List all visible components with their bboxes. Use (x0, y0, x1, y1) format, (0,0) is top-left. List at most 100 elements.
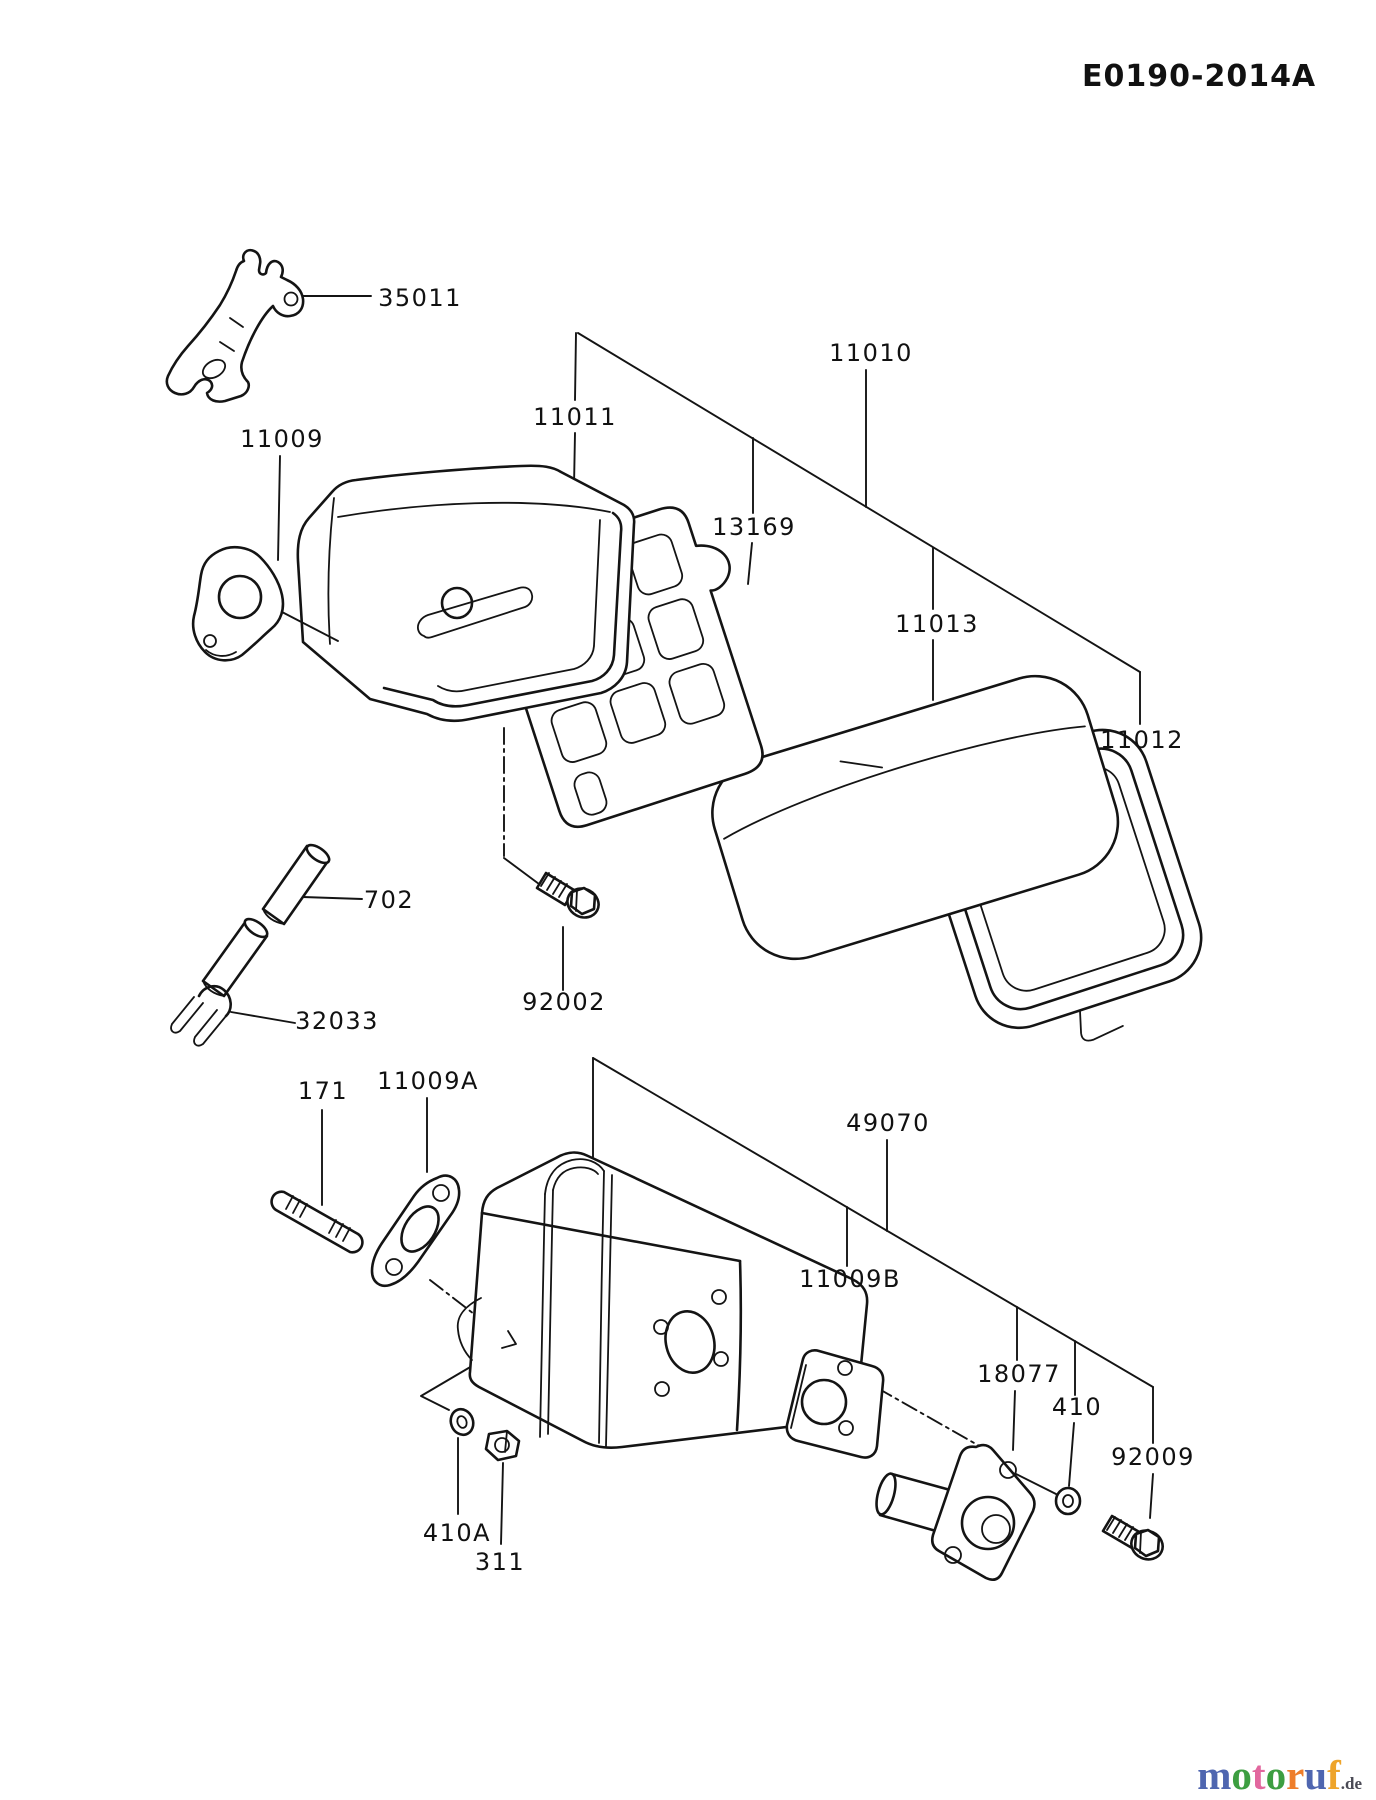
part-label-410: 410 (1052, 1393, 1102, 1421)
body-tab (1079, 1009, 1124, 1042)
plate-hole (609, 682, 667, 744)
stud-threads-right (328, 1219, 351, 1242)
gasket-outline (370, 1174, 461, 1288)
part-label-92009: 92009 (1111, 1443, 1195, 1471)
logo-letter: o (1265, 1752, 1287, 1798)
gasket-bolt-hole-upper (432, 1184, 450, 1202)
tube-upper-open-end (262, 908, 285, 925)
part-label-11010: 11010 (829, 339, 913, 367)
stud-body (270, 1190, 364, 1254)
gasket-outline (785, 1349, 885, 1459)
cover-slot (417, 586, 534, 639)
part-label-35011: 35011 (378, 284, 462, 312)
part-171-stud (270, 1190, 364, 1254)
cover-rim-line-2 (437, 519, 601, 693)
part-410-washer (1054, 1486, 1082, 1516)
leader-11011-upper (574, 332, 577, 401)
part-label-49070: 49070 (846, 1109, 930, 1137)
part-702-tube (201, 843, 331, 998)
muffler-strap-left (539, 1189, 554, 1438)
part-92009-bolt (1101, 1514, 1164, 1561)
bracket-outline (165, 248, 305, 403)
bracket-hole-upper (283, 291, 299, 307)
leader-18077-lower (1012, 1390, 1016, 1451)
part-label-11009B: 11009B (799, 1265, 901, 1293)
element-crease (839, 760, 883, 769)
gasket-bolt-hole-lower (838, 1420, 854, 1436)
plate-hole (626, 533, 684, 596)
muffler-outlet-hole (664, 1310, 716, 1374)
gasket-bolt-hole (203, 634, 217, 648)
diagram-code: E0190-2014A (1082, 59, 1317, 94)
washer-inner (456, 1415, 468, 1429)
gasket-thickness-line (790, 1364, 807, 1429)
logo-letter: t (1251, 1752, 1266, 1798)
leader-311 (500, 1462, 504, 1545)
assembly-line-49070 (592, 1057, 1154, 1388)
leader-lines-muffler (321, 1057, 1154, 1545)
bolt-threads (540, 872, 568, 898)
part-32033-clamp (170, 984, 232, 1047)
muffler-bolt-hole (654, 1381, 670, 1397)
washer-outer (449, 1407, 475, 1437)
bolt-threads (1106, 1516, 1134, 1541)
washer-inner (1062, 1494, 1074, 1508)
leader-92002-part (503, 857, 540, 885)
clamp-head (197, 984, 232, 1018)
part-label-13169: 13169 (712, 513, 796, 541)
leader-lines-air-filter (230, 295, 1156, 1024)
pipe-bore (981, 1514, 1011, 1544)
gasket-bolt-hole-lower (385, 1258, 403, 1276)
part-35011-bracket (165, 248, 305, 403)
part-11009A-gasket (370, 1174, 461, 1288)
part-label-11011: 11011 (533, 403, 617, 431)
flange-hole-lower (944, 1546, 962, 1564)
leader-11009 (277, 455, 281, 561)
cover-hole (440, 586, 474, 620)
leader-32033 (230, 1011, 296, 1024)
tube-upper-end (305, 843, 331, 865)
part-label-171: 171 (298, 1077, 348, 1105)
element-outline (711, 674, 1120, 961)
nut-facet (504, 1430, 508, 1453)
gasket-center-hole (800, 1378, 848, 1426)
leader-702 (302, 896, 363, 900)
part-label-11009: 11009 (240, 425, 324, 453)
part-11009-gasket (191, 545, 285, 662)
clamp-tine-2 (193, 1009, 227, 1047)
part-label-702: 702 (364, 886, 414, 914)
bracket-bend-line-1 (229, 317, 244, 328)
bracket-hole-lower (201, 358, 227, 380)
logo-letter: f (1327, 1752, 1341, 1798)
part-label-32033: 32033 (295, 1007, 379, 1035)
assembly-line-11010 (577, 332, 1141, 673)
leader-13169-lower (747, 542, 753, 585)
plate-hole (647, 598, 705, 660)
part-label-18077: 18077 (977, 1360, 1061, 1388)
cover-rim-line-1 (382, 511, 623, 708)
part-label-311: 311 (475, 1548, 525, 1576)
pointer-18077-to-410 (1015, 1473, 1057, 1495)
leader-92009-lower (1149, 1473, 1154, 1519)
pointer-11009-to-cover (281, 611, 339, 642)
part-11013-filter-element (711, 674, 1120, 961)
part-label-11013: 11013 (895, 610, 979, 638)
muffler-bolt-hole (653, 1319, 669, 1335)
washer-outer (1054, 1486, 1082, 1516)
logo-letter: o (1231, 1752, 1252, 1798)
tube-lower-end (243, 917, 269, 939)
part-18077-pipe (875, 1443, 1036, 1581)
motoruf-logo-link[interactable]: motoruf.de (1197, 1755, 1362, 1796)
part-label-410A: 410A (423, 1519, 491, 1547)
leader-11011-lower (573, 432, 576, 487)
gasket-thickness-line (205, 649, 237, 657)
logo-suffix: .de (1340, 1774, 1362, 1793)
part-49070-muffler (456, 1151, 869, 1450)
muffler-bolt-hole (713, 1351, 729, 1367)
part-label-11009A: 11009A (377, 1067, 479, 1095)
pipe-open-end (875, 1472, 897, 1516)
part-92002-bolt (535, 871, 600, 919)
cover-top-edge (337, 501, 611, 518)
